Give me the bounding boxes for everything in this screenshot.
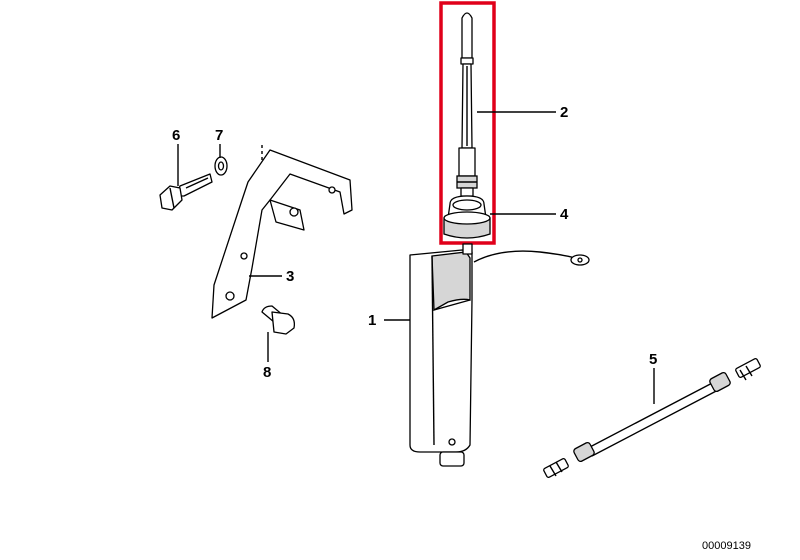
label-part-8: 8 — [263, 364, 271, 381]
hex-bolt[interactable] — [159, 173, 213, 211]
label-part-1: 1 — [368, 312, 376, 329]
label-part-2: 2 — [560, 104, 568, 121]
label-part-7: 7 — [215, 127, 223, 144]
washer[interactable] — [214, 156, 228, 176]
mounting-bracket[interactable] — [211, 145, 353, 319]
label-part-5: 5 — [649, 351, 657, 368]
diagram-id: 00009139 — [702, 540, 751, 552]
label-part-3: 3 — [286, 268, 294, 285]
label-part-4: 4 — [560, 206, 569, 223]
antenna-motor-housing[interactable] — [409, 243, 590, 467]
drain-hose[interactable] — [543, 358, 761, 478]
leader-lines — [177, 111, 655, 404]
antenna-mast[interactable] — [456, 12, 478, 197]
screw[interactable] — [261, 305, 296, 335]
highlight-box — [439, 1, 496, 245]
label-part-6: 6 — [172, 127, 180, 144]
antenna-base-grommet[interactable] — [443, 195, 491, 239]
